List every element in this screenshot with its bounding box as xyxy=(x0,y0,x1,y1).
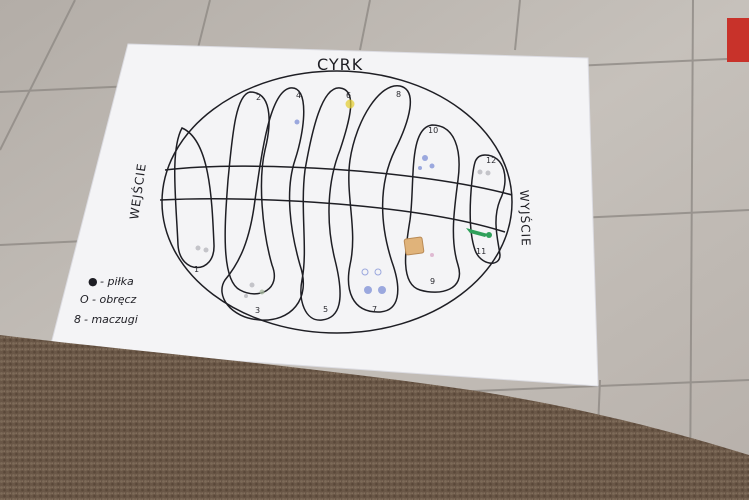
legend-label-ball: - piłka xyxy=(100,275,134,288)
field-number-1: 1 xyxy=(194,265,199,274)
die xyxy=(403,236,425,256)
pawn-green xyxy=(466,228,492,238)
field-number-4: 4 xyxy=(296,91,301,100)
legend-symbol-clubs: 8 xyxy=(74,313,81,326)
paper-sheet xyxy=(49,43,599,387)
field-1 xyxy=(173,127,215,269)
field-numbers: 1 2 3 4 5 6 7 8 9 10 11 12 xyxy=(194,90,496,315)
legend-label-clubs: - maczugi xyxy=(84,313,138,326)
field-number-11: 11 xyxy=(476,247,486,256)
game-board xyxy=(159,70,513,334)
track-line-lower xyxy=(159,198,506,233)
legend: ● - piłka O - obręcz 8 - maczugi xyxy=(74,275,138,326)
carpet xyxy=(0,335,749,500)
field-number-3: 3 xyxy=(255,306,260,315)
circus-ring xyxy=(161,70,513,334)
field-number-8: 8 xyxy=(396,90,401,99)
field-number-5: 5 xyxy=(323,305,328,314)
field-3 xyxy=(221,87,305,321)
field-5 xyxy=(300,87,352,321)
field-11 xyxy=(469,154,506,264)
legend-symbol-hoop: O xyxy=(80,293,89,306)
field-number-9: 9 xyxy=(430,277,435,286)
legend-symbol-ball: ● xyxy=(88,275,98,288)
legend-label-hoop: - obręcz xyxy=(92,293,137,306)
field-7 xyxy=(347,85,412,313)
exit-label: WYJŚCIE xyxy=(517,190,534,247)
field-dots xyxy=(195,99,491,298)
field-number-7: 7 xyxy=(372,305,377,314)
field-number-12: 12 xyxy=(486,156,496,165)
field-number-10: 10 xyxy=(428,126,438,135)
field-number-6: 6 xyxy=(346,91,351,100)
field-number-2: 2 xyxy=(256,93,261,102)
board-title: CYRK xyxy=(317,55,363,74)
field-9 xyxy=(404,124,461,293)
